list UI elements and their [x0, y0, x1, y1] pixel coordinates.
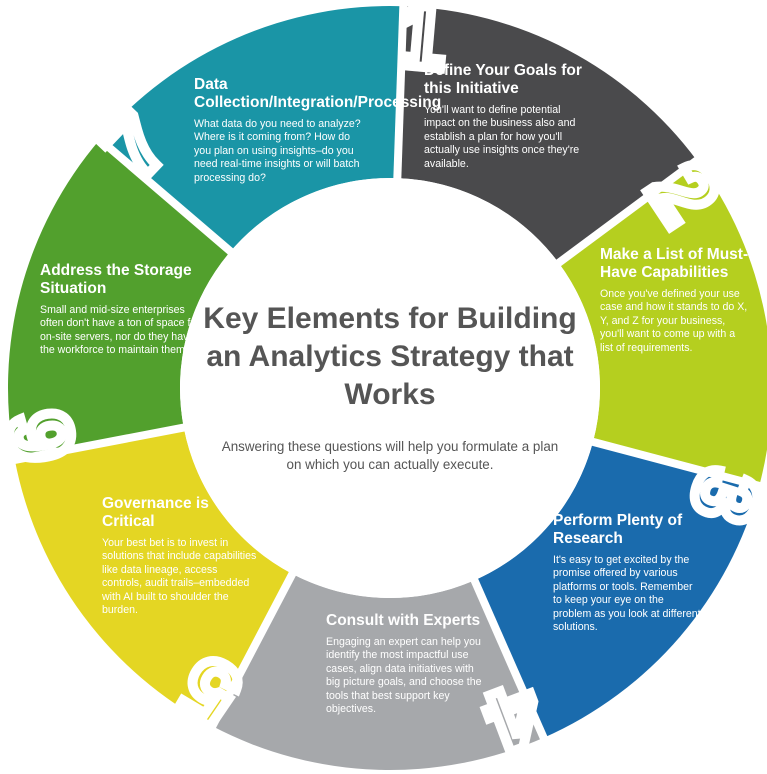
- ring-segment-6: [8, 139, 231, 460]
- segment-divider: [94, 133, 235, 256]
- ring-segment-3: [474, 441, 760, 738]
- segment-body: What data do you need to analyze? Where …: [194, 118, 361, 184]
- segment-divider: [554, 154, 703, 268]
- center-disc: [180, 178, 600, 598]
- segment-body: Once you've defined your use case and ho…: [600, 288, 748, 354]
- ring-segment-1: [397, 6, 697, 263]
- segment-divider: [393, 2, 408, 181]
- segment-title: Data Collection/Integration/Processing: [194, 76, 442, 111]
- segment-title: Make a List of Must-Have Capabilities: [600, 246, 749, 281]
- segment-title: Perform Plenty of Research: [553, 512, 683, 547]
- segment-body: Your best bet is to invest in solutions …: [102, 537, 257, 617]
- segment-consult-experts: Consult with Experts Engaging an expert …: [326, 612, 486, 716]
- page-subtitle: Answering these questions will help you …: [221, 439, 559, 472]
- segment-must-have-capabilities: Make a List of Must-Have Capabilities On…: [600, 246, 750, 355]
- segment-title: Address the Storage Situation: [40, 262, 192, 297]
- segment-divider: [10, 423, 187, 465]
- segment-governance: Governance is Critical Your best bet is …: [102, 495, 260, 617]
- segment-divider: [590, 437, 765, 491]
- segment-title: Consult with Experts: [326, 612, 481, 629]
- segment-title: Define Your Goals for this Initiative: [424, 62, 582, 97]
- segment-perform-research: Perform Plenty of Research It's easy to …: [553, 512, 703, 634]
- segment-data-collection: Data Collection/Integration/Processing W…: [194, 76, 442, 185]
- segment-body: It's easy to get excited by the promise …: [553, 554, 701, 634]
- segment-define-goals: Define Your Goals for this Initiative Yo…: [424, 62, 589, 171]
- segment-body: Engaging an expert can help you identify…: [326, 636, 482, 716]
- segment-divider: [206, 570, 297, 732]
- segment-body: Small and mid-size enterprises often don…: [40, 304, 200, 357]
- ring-segment-4: [212, 573, 544, 770]
- ring-segment-7: [99, 5, 404, 252]
- ring-segment-5: [14, 427, 293, 727]
- segment-title: Governance is Critical: [102, 495, 209, 530]
- segment-storage-situation: Address the Storage Situation Small and …: [40, 262, 205, 358]
- page-title: Key Elements for Building an Analytics S…: [203, 302, 577, 411]
- ring-segment-2: [558, 160, 767, 486]
- segment-divider: [469, 576, 549, 744]
- segment-body: You'll want to define potential impact o…: [424, 104, 580, 170]
